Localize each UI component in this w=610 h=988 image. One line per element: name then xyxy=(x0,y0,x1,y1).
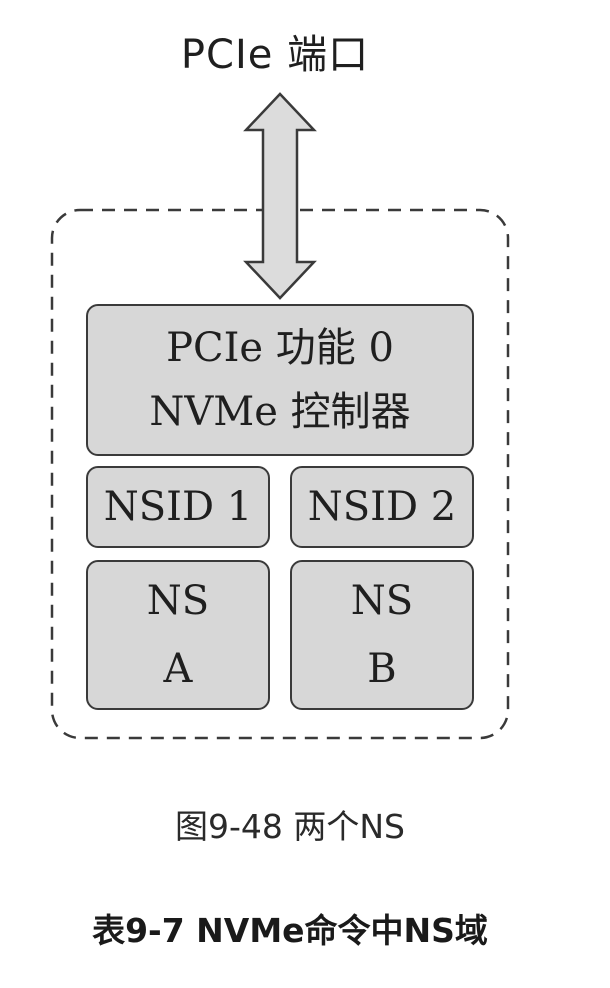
controller-function-label: PCIe 功能 0 xyxy=(166,325,394,371)
nvme-controller-box: PCIe 功能 0 NVMe 控制器 xyxy=(86,304,474,456)
figure-caption: 图9-48 两个NS xyxy=(174,807,406,846)
nsid-box-1: NSID 1 xyxy=(86,466,270,548)
namespace-type-label: NS xyxy=(350,578,414,624)
namespace-id-label: B xyxy=(367,646,397,692)
table-title: 表9-7 NVMe命令中NS域 xyxy=(92,911,488,950)
namespace-box-a: NS A xyxy=(86,560,270,710)
nsid-box-2: NSID 2 xyxy=(290,466,474,548)
controller-name-label: NVMe 控制器 xyxy=(149,389,411,435)
pcie-port-label: PCIe 端口 xyxy=(180,32,370,78)
bidirectional-arrow xyxy=(243,92,317,300)
namespace-box-b: NS B xyxy=(290,560,474,710)
namespace-id-label: A xyxy=(163,646,193,692)
namespace-type-label: NS xyxy=(146,578,210,624)
nsid-label: NSID 2 xyxy=(307,484,457,530)
nsid-label: NSID 1 xyxy=(103,484,253,530)
